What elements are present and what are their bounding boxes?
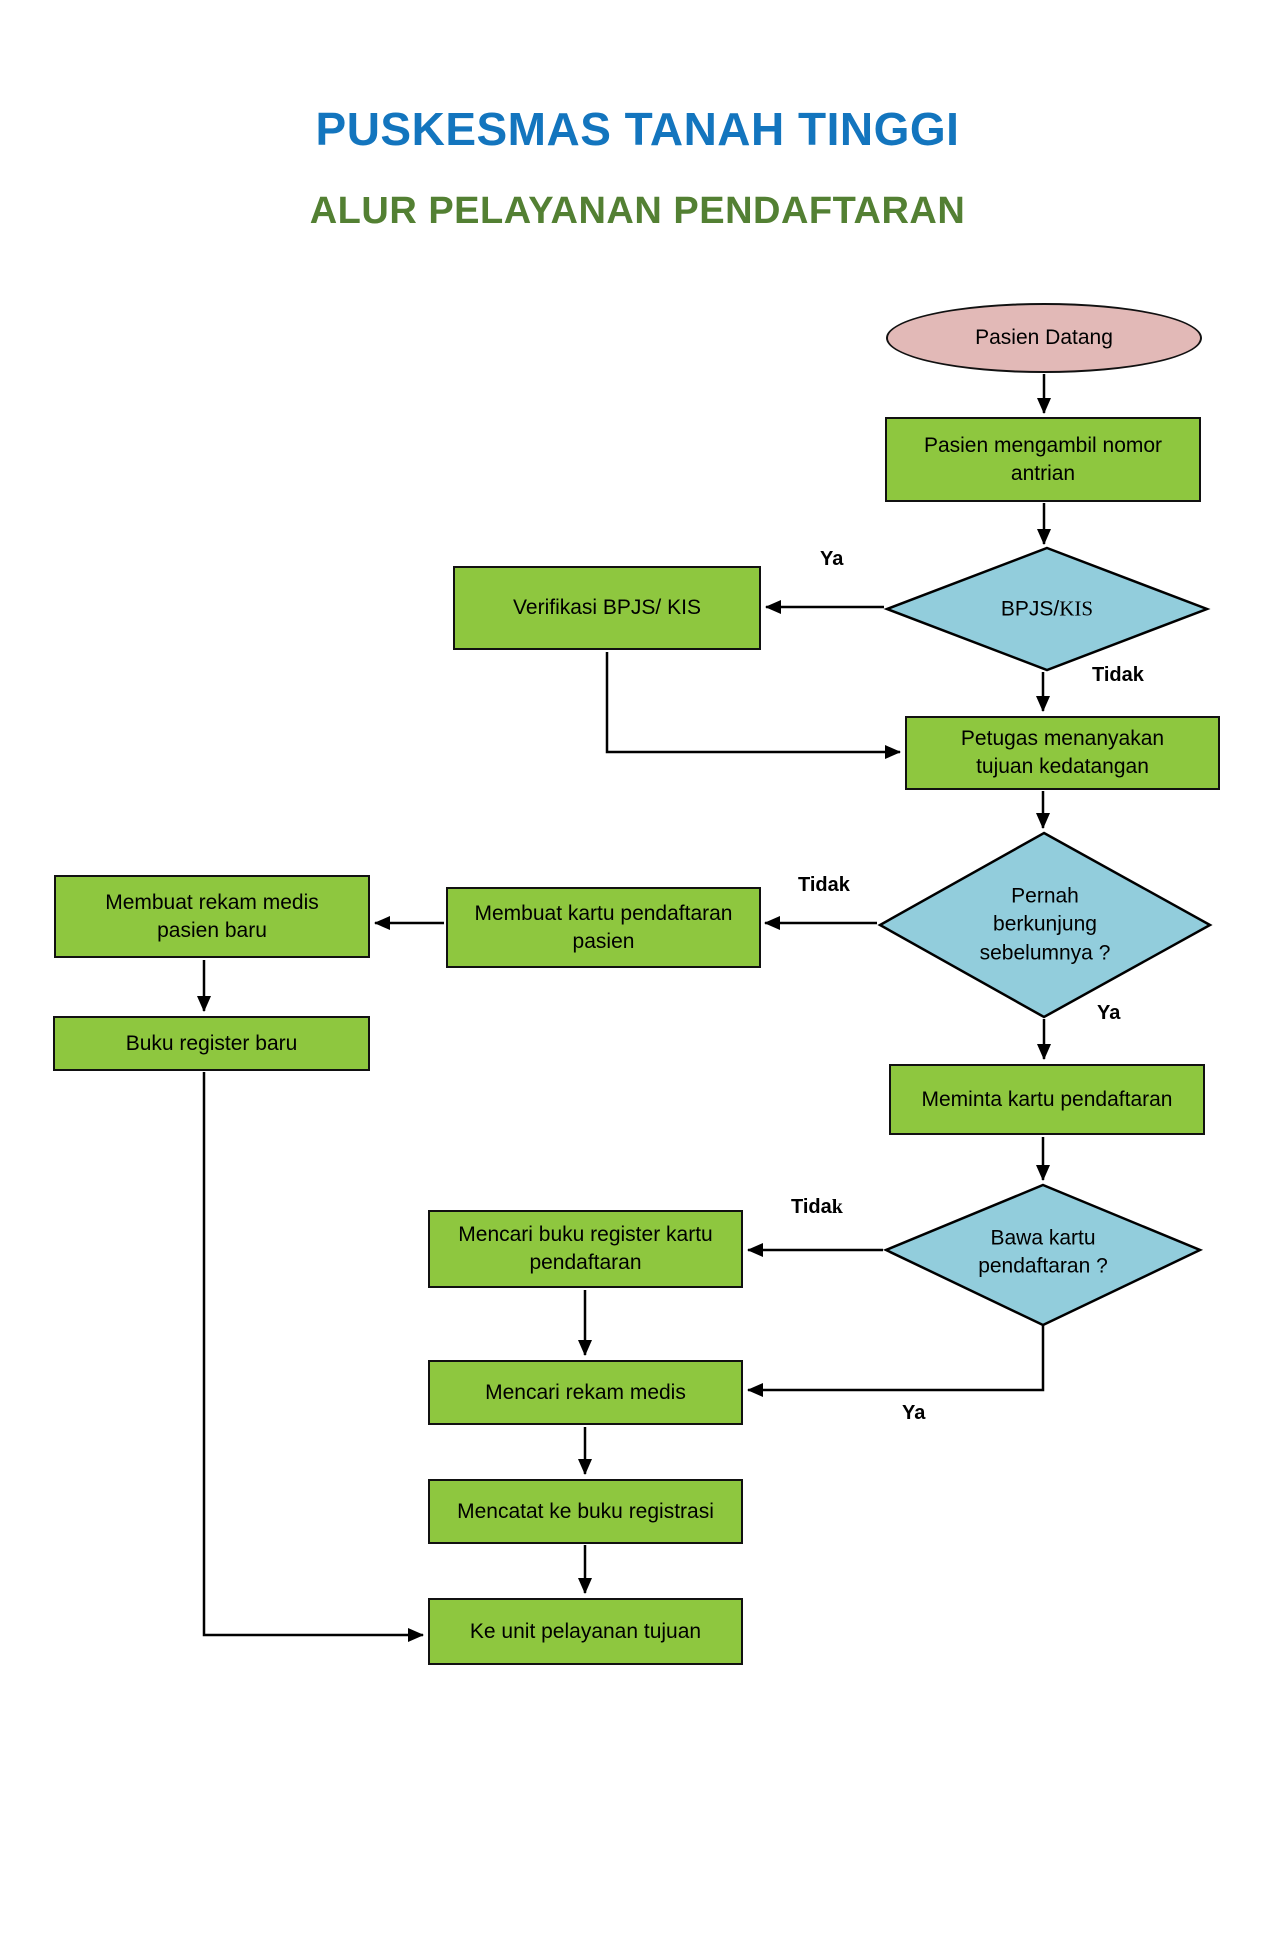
- edge-label-bring-yes: Ya: [902, 1402, 926, 1424]
- edge-label-bpjs-yes: Ya: [820, 548, 844, 570]
- edge-label-bring-no-serif: k: [831, 1196, 843, 1218]
- node-verify-bpjs: Verifikasi BPJS/ KIS: [453, 566, 761, 650]
- node-ask-purpose: Petugas menanyakan tujuan kedatangan: [905, 716, 1220, 790]
- node-search-register-book: Mencari buku register kartu pendaftaran: [428, 1210, 743, 1288]
- node-make-card: Membuat kartu pendaftaran pasien: [446, 887, 761, 968]
- node-search-register-book-label: Mencari buku register kartu pendaftaran: [458, 1223, 713, 1274]
- edge-label-bpjs-no: Tidak: [1092, 664, 1144, 686]
- node-take-number: Pasien mengambil nomor antrian: [885, 417, 1201, 502]
- decision-bpjs-kis-label-sans: BPJS/: [1000, 597, 1060, 621]
- edge-label-bring-no-sans: Tida: [791, 1196, 832, 1218]
- decision-bpjs-kis-label: BPJS/KIS: [927, 594, 1167, 623]
- decision-bring-card-label: Bawa kartu pendaftaran ?: [978, 1226, 1108, 1278]
- page-title: PUSKESMAS TANAH TINGGI: [315, 103, 960, 155]
- decision-visited-before: [877, 831, 1213, 1019]
- node-start-label: Pasien Datang: [975, 326, 1113, 349]
- page-subtitle: ALUR PELAYANAN PENDAFTARAN: [309, 190, 966, 232]
- node-verify-bpjs-label: Verifikasi BPJS/ KIS: [513, 596, 701, 620]
- node-new-register-book: Buku register baru: [53, 1016, 370, 1071]
- node-start: Pasien Datang: [886, 303, 1202, 373]
- connector-register-book-to-unit: [202, 1072, 424, 1642]
- node-take-number-label: Pasien mengambil nomor antrian: [923, 433, 1163, 485]
- edge-label-visited-yes: Ya: [1097, 1002, 1121, 1024]
- node-ask-purpose-label: Petugas menanyakan tujuan kedatangan: [960, 727, 1165, 778]
- node-note-register: Mencatat ke buku registrasi: [428, 1479, 743, 1544]
- edge-label-bring-no: Tidak: [791, 1196, 843, 1219]
- connector-bring-yes-to-search-record: [747, 1324, 1045, 1397]
- node-request-card: Meminta kartu pendaftaran: [889, 1064, 1205, 1135]
- node-note-register-label: Mencatat ke buku registrasi: [457, 1499, 714, 1523]
- decision-bpjs-kis: [883, 546, 1211, 672]
- node-new-register-book-label: Buku register baru: [125, 1031, 298, 1055]
- node-make-card-label: Membuat kartu pendaftaran pasien: [474, 901, 733, 953]
- decision-visited-before-label: Pernah berkunjung sebelumnya ?: [979, 884, 1111, 965]
- connector-verify-to-ask-purpose: [605, 652, 901, 759]
- node-to-unit-label: Ke unit pelayanan tujuan: [469, 1619, 702, 1643]
- node-search-record-label: Mencari rekam medis: [485, 1380, 686, 1404]
- node-search-record: Mencari rekam medis: [428, 1360, 743, 1425]
- decision-bpjs-kis-label-serif: KIS: [1059, 596, 1094, 621]
- node-make-record: Membuat rekam medis pasien baru: [54, 875, 370, 958]
- node-request-card-label: Meminta kartu pendaftaran: [921, 1087, 1173, 1111]
- node-make-record-label: Membuat rekam medis pasien baru: [105, 890, 319, 942]
- node-to-unit: Ke unit pelayanan tujuan: [428, 1598, 743, 1665]
- edge-label-visited-no: Tidak: [798, 874, 850, 896]
